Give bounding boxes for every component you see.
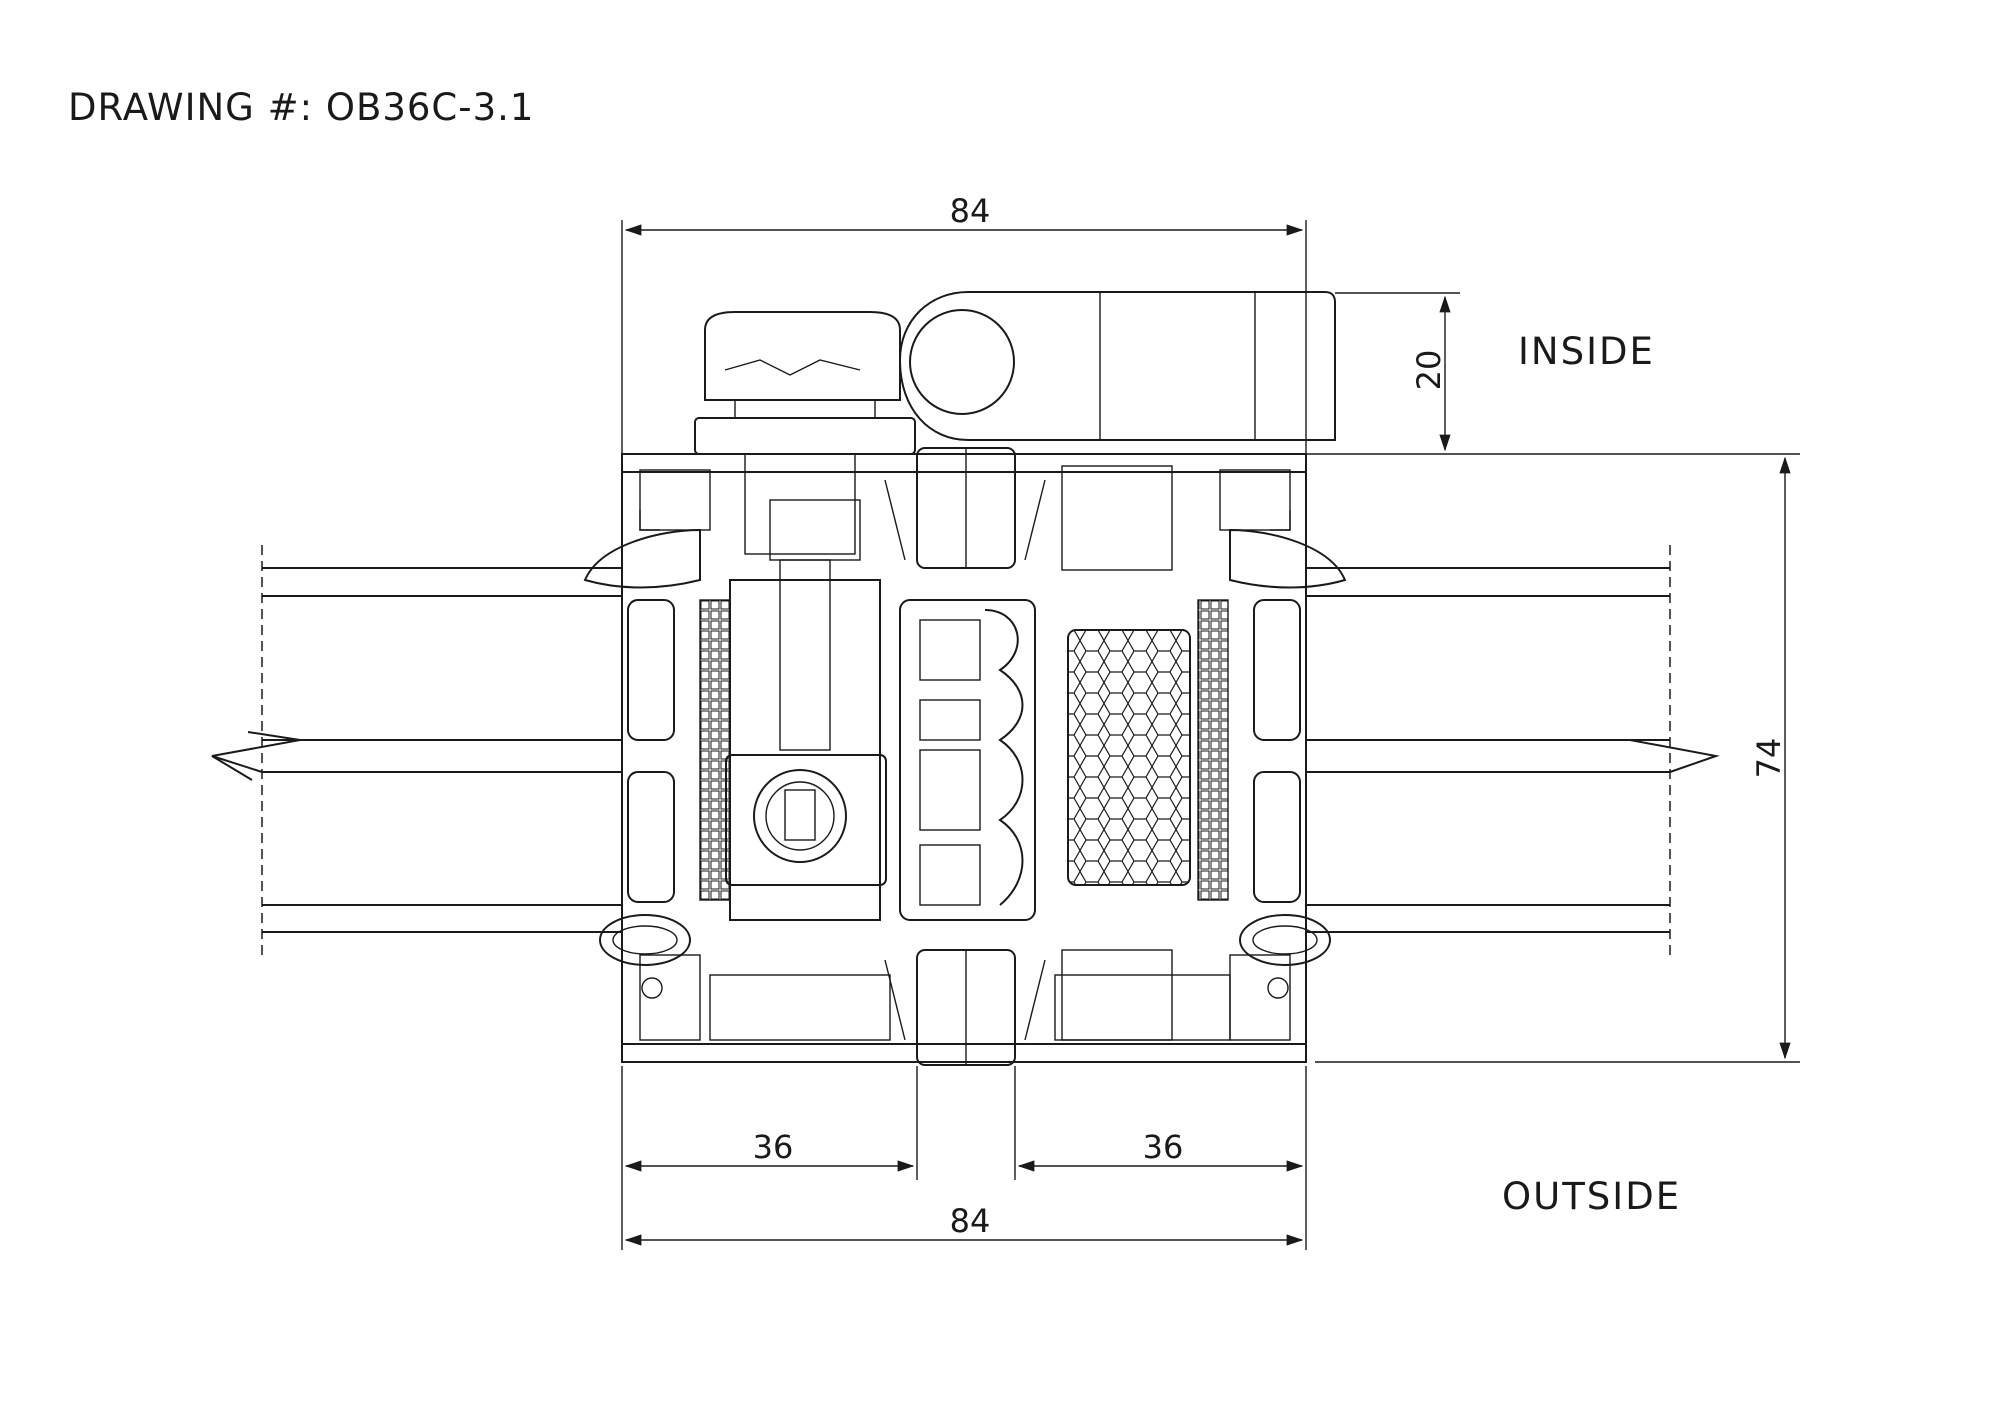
- dim-handle-height: 20: [1410, 350, 1448, 391]
- dimension-handle-20: 20: [1335, 292, 1460, 452]
- dim-left-sash: 36: [753, 1128, 794, 1166]
- glass-unit-left: [211, 545, 622, 960]
- glass-unit-right: [1306, 545, 1720, 960]
- glazing-bead-left: [583, 510, 701, 589]
- glazing-gasket-right: [1197, 599, 1301, 903]
- lock-cylinder-cap: [694, 311, 916, 555]
- window-handle: [898, 291, 1336, 441]
- dimension-top-84: 84: [621, 192, 1307, 455]
- thermal-break-left: [899, 599, 1036, 921]
- drawing-number: DRAWING #: OB36C-3.1: [68, 86, 535, 129]
- centre-mullion: [884, 447, 1046, 1066]
- dim-frame-height: 74: [1750, 738, 1788, 779]
- outside-label: OUTSIDE: [1502, 1175, 1682, 1218]
- glazing-gasket-left: [627, 599, 731, 903]
- dimension-bottom: 36 36 84: [621, 1066, 1307, 1250]
- frame-profile: [621, 453, 1307, 1063]
- dim-top-width: 84: [950, 192, 991, 230]
- dim-right-sash: 36: [1143, 1128, 1184, 1166]
- bottom-gasket-left: [599, 914, 691, 999]
- bottom-gasket-right: [1239, 914, 1331, 999]
- inside-label: INSIDE: [1518, 330, 1655, 373]
- left-sash-chamber: [725, 499, 887, 921]
- dim-bottom-width: 84: [950, 1202, 991, 1240]
- glazing-bead-right: [1229, 510, 1347, 589]
- insulation-infill: [1067, 629, 1191, 886]
